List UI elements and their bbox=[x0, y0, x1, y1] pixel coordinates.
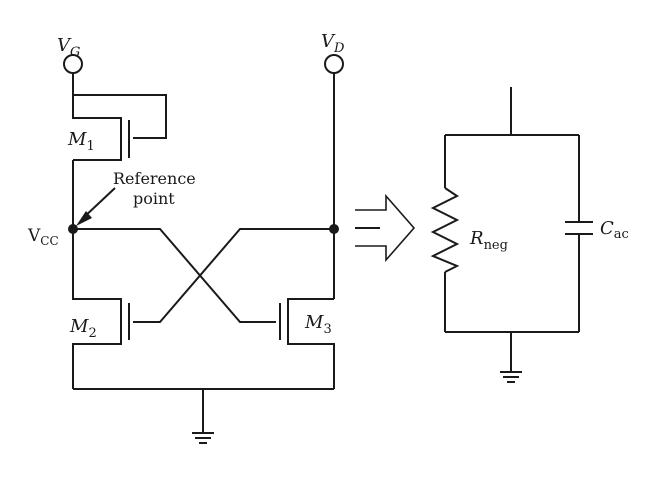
equivalence-arrow bbox=[355, 193, 416, 263]
reference-point-label-line2: point bbox=[133, 189, 175, 208]
transistor-m2 bbox=[72, 229, 130, 389]
vd-terminal bbox=[324, 54, 344, 74]
vd-node bbox=[329, 224, 339, 234]
resistor-rneg bbox=[430, 135, 460, 332]
equivalent-network bbox=[445, 87, 579, 372]
m1-label: M1 bbox=[67, 129, 95, 154]
vd-label: VD bbox=[321, 31, 345, 56]
m3-label: M3 bbox=[304, 312, 332, 337]
cac-label: Cac bbox=[600, 218, 629, 242]
ground-symbol-left bbox=[192, 389, 214, 444]
m2-label: M2 bbox=[69, 316, 97, 341]
cross-coupling-wires bbox=[73, 228, 334, 323]
transistor-m3 bbox=[279, 298, 335, 389]
capacitor-cac bbox=[565, 135, 593, 332]
rneg-label: Rneg bbox=[469, 228, 508, 253]
transistor-m1 bbox=[72, 73, 167, 161]
vg-label: VG bbox=[57, 35, 80, 60]
reference-arrow bbox=[76, 187, 116, 226]
reference-point-label-line1: Reference bbox=[113, 169, 196, 188]
vcc-label: VCC bbox=[27, 226, 59, 248]
ground-symbol-right bbox=[500, 371, 522, 383]
